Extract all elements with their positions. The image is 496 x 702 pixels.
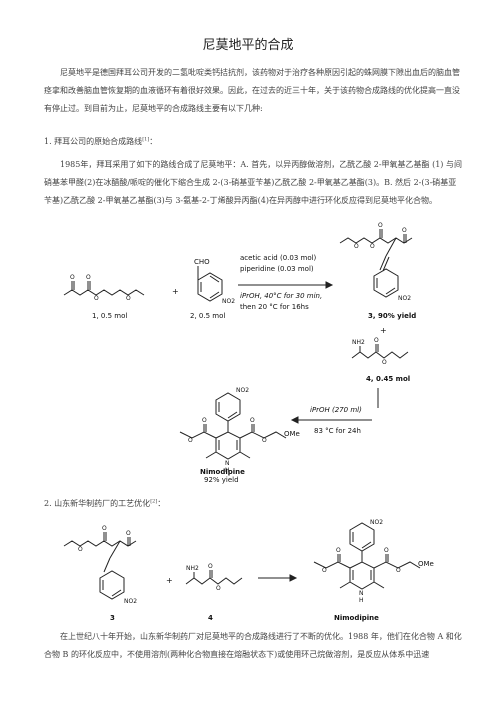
compound-2-structure: [197, 266, 223, 302]
cpd3-o-2: O: [402, 227, 407, 234]
cpd1-o-1: O: [70, 274, 75, 281]
s2-cpd3-o-1: O: [102, 525, 107, 532]
s2-prod-h: H: [359, 597, 364, 604]
intro-paragraph: 尼莫地平是德国拜耳公司开发的二氢吡啶类钙拮抗剂，该药物对于治疗各种原因引起的蛛网…: [44, 68, 460, 113]
cpd4-o-1: O: [374, 337, 379, 344]
compound-1-label: 1, 0.5 mol: [92, 312, 127, 320]
arrowhead-2: [290, 416, 299, 424]
cpd1-o-4: O: [126, 295, 131, 302]
s2-prod-n: N: [359, 590, 364, 597]
prod-n: N: [225, 460, 230, 467]
section-1-heading: 1. 拜耳公司的原始合成路线[1]：: [44, 136, 157, 147]
cpd4-o-2: O: [382, 359, 387, 366]
s2-cpd3-o-2: O: [126, 530, 131, 537]
scheme2-compound-4-structure: O O: [185, 563, 243, 592]
s2-cpd4-o-1: O: [208, 563, 213, 570]
plus-sign-2: +: [380, 326, 387, 335]
cond2-line2: 83 °C for 24h: [314, 427, 361, 435]
section-2-title: 2. 山东新华制药厂的工艺优化: [44, 499, 151, 508]
s2-prod-o-3: O: [322, 567, 327, 574]
cpd3-o-3: O: [354, 243, 359, 250]
cpd2-no2: NO2: [222, 298, 235, 305]
compound-2-label: 2, 0.5 mol: [190, 312, 225, 320]
prod-o-3: O: [188, 437, 193, 444]
s2-prod-o-2: O: [384, 547, 389, 554]
cond1-line4: then 20 °C for 16hs: [240, 303, 309, 311]
section-1-title: 1. 拜耳公司的原始合成路线: [44, 137, 143, 146]
s2-prod-ome: OMe: [418, 560, 434, 568]
scheme2-plus: +: [166, 576, 173, 585]
prod-ome: OMe: [284, 430, 300, 438]
cond1-line1: acetic acid (0.03 mol): [240, 254, 317, 262]
prod-h: H: [225, 467, 230, 474]
arrowhead-1: [325, 281, 334, 289]
scheme2-compound-4-label: 4: [208, 614, 213, 622]
paragraph-1: 1985年，拜耳采用了如下的路线合成了尼莫地平：A. 首先，以异丙醇做溶剂，乙酰…: [44, 160, 462, 205]
plus-sign-1: +: [172, 287, 179, 296]
scheme2-arrowhead: [289, 574, 298, 582]
cpd1-o-3: O: [94, 295, 99, 302]
s2-prod-o-4: O: [396, 567, 401, 574]
compound-4-structure: O O: [351, 337, 409, 366]
s2-cpd4-o-2: O: [216, 585, 221, 592]
section-1-colon: ：: [149, 137, 158, 146]
scheme-2: O O O NO2 3 + O O NH2 4: [63, 519, 434, 622]
scheme-1: O O O O 1, 0.5 mol + CHO NO2 2, 0.5 mol …: [63, 222, 416, 484]
prod-o-1: O: [202, 417, 207, 424]
s2-cpd3-o-3: O: [78, 546, 83, 553]
paragraph-2: 在上世纪八十年开始，山东新华制药厂对尼莫地平的合成路线进行了不断的优化。1988…: [44, 632, 462, 659]
s2-prod-o-1: O: [336, 547, 341, 554]
product-yield: 92% yield: [204, 476, 239, 484]
cpd2-cho: CHO: [194, 258, 210, 266]
nimodipine-structure: O O O O: [179, 392, 287, 460]
scheme2-product-name: Nimodipine: [334, 614, 379, 622]
page-title: 尼莫地平的合成: [202, 38, 294, 53]
scheme2-compound-3-label: 3: [110, 614, 115, 622]
compound-4-label: 4, 0.45 mol: [366, 375, 410, 383]
compound-3-label: 3, 90% yield: [368, 312, 416, 320]
cpd3-o-1: O: [378, 222, 383, 229]
prod-o-2: O: [250, 417, 255, 424]
s2-cpd4-nh2: NH2: [186, 565, 199, 572]
section-2-ref: [2]: [150, 498, 158, 505]
s2-prod-no2: NO2: [370, 519, 383, 526]
product-name: Nimodipine: [200, 468, 245, 476]
cpd1-o-2: O: [86, 274, 91, 281]
section-2-heading: 2. 山东新华制药厂的工艺优化[2]：: [44, 498, 165, 509]
s2-cpd3-no2: NO2: [124, 598, 137, 605]
scheme2-compound-3-structure: O O O: [63, 525, 137, 600]
cpd4-nh2: NH2: [352, 339, 365, 346]
prod-o-4: O: [262, 437, 267, 444]
cond1-line3: iPrOH, 40°C for 30 min,: [240, 292, 322, 300]
compound-1-structure: O O O O: [63, 274, 145, 302]
cond2-line1: iPrOH (270 ml): [310, 406, 362, 414]
prod-no2: NO2: [236, 387, 249, 394]
compound-3-structure: O O O O: [339, 222, 413, 298]
section-1-ref: [1]: [142, 136, 150, 143]
cond1-line2: piperidine (0.03 mol): [240, 265, 314, 273]
cpd3-no2: NO2: [398, 295, 411, 302]
cpd3-o-4: O: [370, 243, 375, 250]
section-2-colon: ：: [157, 499, 166, 508]
scheme2-nimodipine-structure: O O O O: [313, 522, 421, 590]
